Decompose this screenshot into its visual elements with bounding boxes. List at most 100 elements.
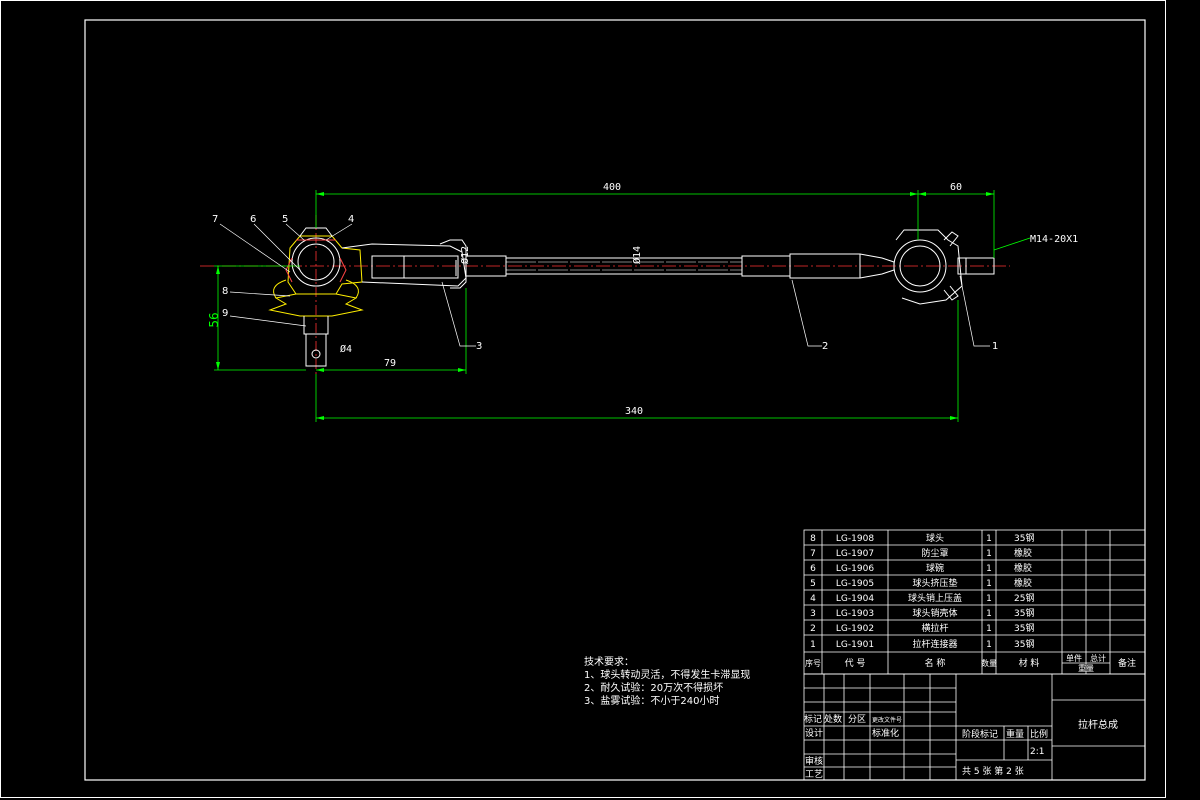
tech-req-title: 技术要求： [584, 655, 634, 668]
parts-header-code: 代 号 [845, 658, 866, 669]
technical-requirements: 技术要求： 1、球头转动灵活，不得发生卡滞显现 2、耐久试验：20万次不得损坏 … [584, 655, 750, 707]
parts-row-qty: 1 [986, 579, 992, 589]
parts-row-material: 35钢 [1014, 607, 1034, 619]
parts-row-material: 橡胶 [1014, 562, 1032, 574]
dim-dia14: Ø14 [631, 246, 643, 264]
dim-56: 56 [207, 312, 221, 327]
parts-header-qty: 数量 [981, 658, 997, 668]
parts-header-material: 材 料 [1019, 657, 1040, 669]
parts-row-no: 5 [810, 579, 816, 589]
title-block [803, 673, 1146, 781]
callout-leaders [219, 223, 990, 347]
callout-9: 9 [222, 308, 228, 319]
tb-standard: 标准化 [872, 727, 899, 739]
tb-change-doc: 更改文件号 [872, 716, 902, 724]
stud-end [305, 333, 327, 367]
callout-4: 4 [348, 214, 354, 225]
parts-row-code: LG-1902 [836, 624, 874, 634]
right-ball-joint [893, 229, 995, 305]
parts-row-qty: 1 [986, 534, 992, 544]
drawing-title: 拉杆总成 [1078, 718, 1118, 731]
parts-row-name: 拉杆连接器 [912, 638, 957, 650]
parts-row-code: LG-1904 [836, 594, 874, 604]
parts-row-code: LG-1903 [836, 609, 874, 619]
dimension-lines [214, 190, 1031, 422]
parts-row-code: LG-1901 [836, 640, 874, 650]
parts-row-name: 球碗 [926, 562, 944, 574]
tb-design: 设计 [805, 727, 823, 739]
inner-border [84, 19, 1146, 781]
callout-3: 3 [476, 341, 482, 352]
tech-req-line: 3、盐雾试验：不小于240小时 [584, 694, 719, 707]
thread-spec: M14-20X1 [1030, 234, 1078, 245]
parts-row-no: 1 [810, 640, 816, 650]
parts-row-name: 球头销壳体 [912, 607, 957, 619]
parts-row-material: 35钢 [1014, 622, 1034, 634]
dim-dia4: Ø4 [340, 343, 352, 355]
callout-5: 5 [282, 214, 288, 225]
parts-row-no: 6 [810, 564, 816, 574]
tb-review: 审核 [805, 755, 823, 767]
callout-2: 2 [822, 341, 828, 352]
tb-count: 处数 [824, 713, 842, 725]
parts-header-name: 名 称 [925, 657, 946, 669]
parts-header-weight: 重量 [1078, 663, 1094, 673]
parts-row-code: LG-1905 [836, 579, 874, 589]
outer-border [0, 0, 1166, 798]
parts-header-remark: 备注 [1118, 657, 1136, 669]
callout-8: 8 [222, 286, 228, 297]
parts-row-name: 球头销上压盖 [908, 592, 962, 604]
callout-7: 7 [212, 214, 218, 225]
tb-zone: 分区 [848, 714, 866, 725]
parts-header-no: 序号 [805, 658, 821, 668]
tb-scale-value: 2:1 [1030, 747, 1044, 757]
tech-req-line: 1、球头转动灵活，不得发生卡滞显现 [584, 668, 750, 681]
tb-sheets: 共 5 张 第 2 张 [962, 765, 1024, 777]
tech-req-line: 2、耐久试验：20万次不得损坏 [584, 681, 723, 694]
parts-row-material: 35钢 [1014, 532, 1034, 544]
tb-scale: 比例 [1030, 728, 1048, 740]
parts-row-qty: 1 [986, 564, 992, 574]
callout-1: 1 [992, 341, 998, 352]
parts-row-qty: 1 [986, 624, 992, 634]
parts-row-qty: 1 [986, 609, 992, 619]
left-ball-joint [285, 227, 363, 295]
parts-list [803, 529, 1146, 675]
dust-boot [268, 293, 364, 317]
parts-row-name: 球头挤压垫 [912, 577, 957, 589]
tb-weight: 重量 [1006, 728, 1024, 740]
tb-process: 工艺 [805, 769, 823, 780]
dim-dia12: Ø12 [459, 246, 471, 264]
assembly-view [200, 215, 1010, 375]
dimension-arrows [216, 192, 994, 420]
parts-row-no: 2 [810, 624, 816, 634]
dim-79: 79 [384, 358, 396, 369]
parts-row-no: 4 [810, 594, 816, 604]
callout-6: 6 [250, 214, 256, 225]
parts-row-qty: 1 [986, 549, 992, 559]
parts-row-material: 橡胶 [1014, 577, 1032, 589]
parts-row-qty: 1 [986, 640, 992, 650]
parts-row-qty: 1 [986, 594, 992, 604]
dim-60: 60 [950, 182, 962, 193]
parts-row-name: 横拉杆 [921, 622, 948, 634]
parts-row-name: 球头 [926, 532, 944, 544]
dim-340: 340 [625, 406, 643, 417]
parts-row-material: 25钢 [1014, 592, 1034, 604]
parts-row-material: 35钢 [1014, 638, 1034, 650]
parts-row-no: 8 [810, 534, 816, 544]
tb-stage: 阶段标记 [962, 728, 998, 740]
parts-header-total: 总计 [1090, 653, 1106, 663]
parts-row-code: LG-1908 [836, 534, 874, 544]
parts-row-no: 7 [810, 549, 816, 559]
dim-400: 400 [603, 182, 621, 193]
tb-mark: 标记 [804, 713, 822, 725]
parts-row-material: 橡胶 [1014, 547, 1032, 559]
title-block-text: 标记 处数 分区 更改文件号 设计 标准化 审核 工艺 阶段标记 重量 比例 2… [804, 713, 1118, 780]
parts-row-name: 防尘罩 [921, 547, 948, 559]
parts-row-no: 3 [810, 609, 816, 619]
parts-header-unit: 单件 [1066, 653, 1082, 663]
parts-row-code: LG-1906 [836, 564, 874, 574]
parts-row-code: LG-1907 [836, 549, 874, 559]
